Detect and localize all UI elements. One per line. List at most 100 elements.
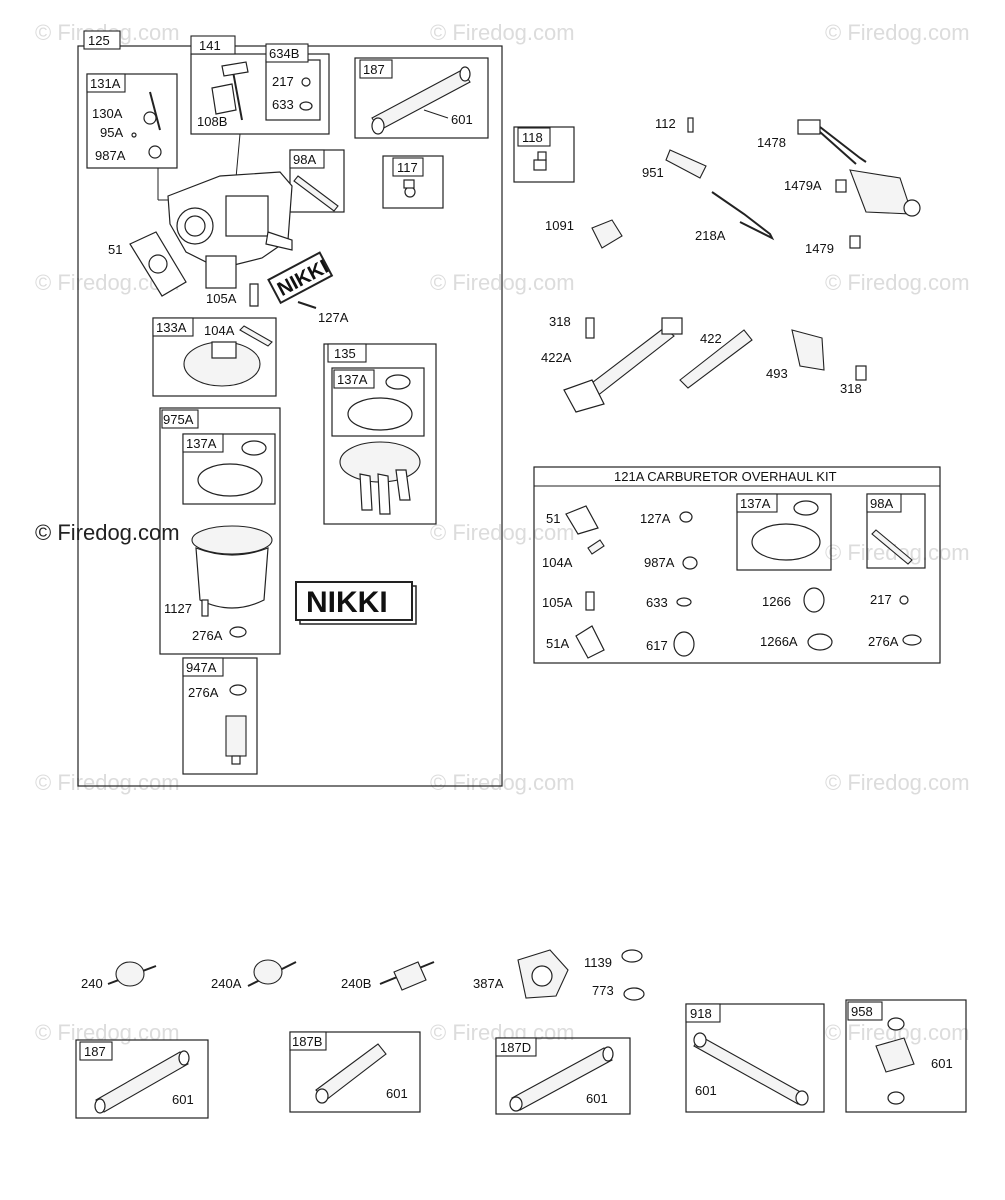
part-1479A-label: 1479A [784, 178, 822, 193]
kit-part-104A-label: 104A [542, 555, 573, 570]
group-947A-tag [182, 657, 224, 677]
watermark: © Firedog.com [430, 20, 575, 45]
part-217-label: 217 [272, 74, 294, 89]
part-601-958-label: 601 [931, 1056, 953, 1071]
kit-part-105A-label: 105A [542, 595, 573, 610]
part-601-918-label: 601 [695, 1083, 717, 1098]
group-125-label: 125 [88, 33, 110, 48]
bushing-icon [299, 101, 313, 111]
group-133A-label: 133A [156, 320, 187, 335]
kit-group-98A-tag [866, 493, 902, 513]
part-601-top-label: 601 [451, 112, 473, 127]
part-104A-label: 104A [204, 323, 235, 338]
nikki-badge-small: NIKKI [267, 251, 334, 305]
part-1478-label: 1478 [757, 135, 786, 150]
part-108B-label: 108B [197, 114, 227, 129]
choke-lever-icon [131, 91, 162, 159]
part-318-b-label: 318 [840, 381, 862, 396]
part-987A-label: 987A [95, 148, 126, 163]
group-125-tag [83, 30, 121, 50]
part-276A-947-label: 276A [188, 685, 219, 700]
group-131A-box [86, 73, 178, 169]
group-137A-in975A-tag [182, 433, 224, 453]
group-975A-tag [161, 409, 199, 429]
part-1127-label: 1127 [164, 601, 192, 616]
group-187-bottom-box [75, 1039, 209, 1119]
part-51-label: 51 [108, 242, 122, 257]
nikki-large-text: NIKKI [306, 586, 388, 619]
bushing-icon [682, 556, 698, 570]
fuel-pump-icon [517, 949, 569, 999]
group-133A-box [152, 317, 277, 397]
spring-link-icon [711, 191, 775, 241]
cap-icon [623, 987, 645, 1001]
governor-lever-icon [563, 317, 683, 413]
kit-part-127A-label: 127A [640, 511, 671, 526]
part-773-label: 773 [592, 983, 614, 998]
float-bowl-assembly-icon [339, 441, 421, 515]
watermark: © Firedog.com [35, 1020, 180, 1045]
group-141-box [190, 53, 330, 135]
group-187B-label: 187B [292, 1034, 322, 1049]
o-ring-icon [241, 440, 267, 456]
gasket-icon [565, 505, 599, 535]
lever-icon [665, 149, 707, 179]
kit-group-137A-label: 137A [740, 496, 771, 511]
gasket-icon [751, 523, 821, 561]
gasket-icon [575, 625, 605, 659]
nut-icon [849, 235, 861, 249]
pin-icon [587, 539, 605, 555]
kit-part-276A-label: 276A [868, 634, 899, 649]
screw-icon [585, 317, 595, 339]
o-ring-icon [803, 587, 825, 613]
fuel-line-icon [315, 1043, 387, 1104]
group-958-box [845, 999, 967, 1113]
group-117-box [382, 155, 444, 209]
bracket-icon [591, 219, 623, 249]
gasket-icon [197, 463, 263, 497]
group-117-tag [392, 157, 424, 177]
group-958-label: 958 [851, 1004, 873, 1019]
watermark: © Firedog.com [825, 270, 970, 295]
watermark-dark: © Firedog.com [35, 520, 180, 545]
grommet-icon [621, 949, 643, 963]
fuel-filter-icon [247, 959, 297, 987]
throttle-shaft-icon [211, 61, 249, 121]
fuel-valve-icon [875, 1017, 915, 1105]
pin-icon [679, 511, 693, 523]
group-117-label: 117 [397, 160, 418, 175]
kit-part-987A-label: 987A [644, 555, 675, 570]
group-141-tag [190, 35, 236, 55]
group-187D-tag [495, 1037, 537, 1057]
o-ring-icon [673, 631, 695, 657]
part-105A-label: 105A [206, 291, 237, 306]
part-951-label: 951 [642, 165, 664, 180]
part-276A-975-label: 276A [192, 628, 223, 643]
group-918-label: 918 [690, 1006, 712, 1021]
washer-icon [229, 626, 247, 638]
screw-icon [533, 151, 547, 171]
washer-icon [902, 634, 922, 646]
fuel-line-icon [94, 1050, 190, 1114]
bushing-icon [676, 597, 692, 607]
kit-part-617-label: 617 [646, 638, 668, 653]
pin-icon [687, 117, 694, 133]
group-137A-in975A-label: 137A [186, 436, 217, 451]
idle-screw-icon [871, 529, 913, 565]
fuel-line-icon [371, 66, 471, 135]
kit-group-137A-box [736, 493, 832, 571]
watermark: © Firedog.com [35, 770, 180, 795]
kit-part-1266A-label: 1266A [760, 634, 798, 649]
solenoid-icon [225, 715, 247, 765]
group-137A-in975A-box [182, 433, 276, 505]
bracket-icon [791, 329, 825, 371]
group-137A-in135-label: 137A [337, 372, 368, 387]
kit-title: 121A CARBURETOR OVERHAUL KIT [614, 469, 837, 484]
part-240A-label: 240A [211, 976, 242, 991]
screw-icon [403, 179, 416, 198]
part-95A-label: 95A [100, 125, 123, 140]
screw-icon [201, 599, 209, 617]
group-958-tag [847, 1001, 883, 1021]
group-141-label: 141 [199, 38, 221, 53]
